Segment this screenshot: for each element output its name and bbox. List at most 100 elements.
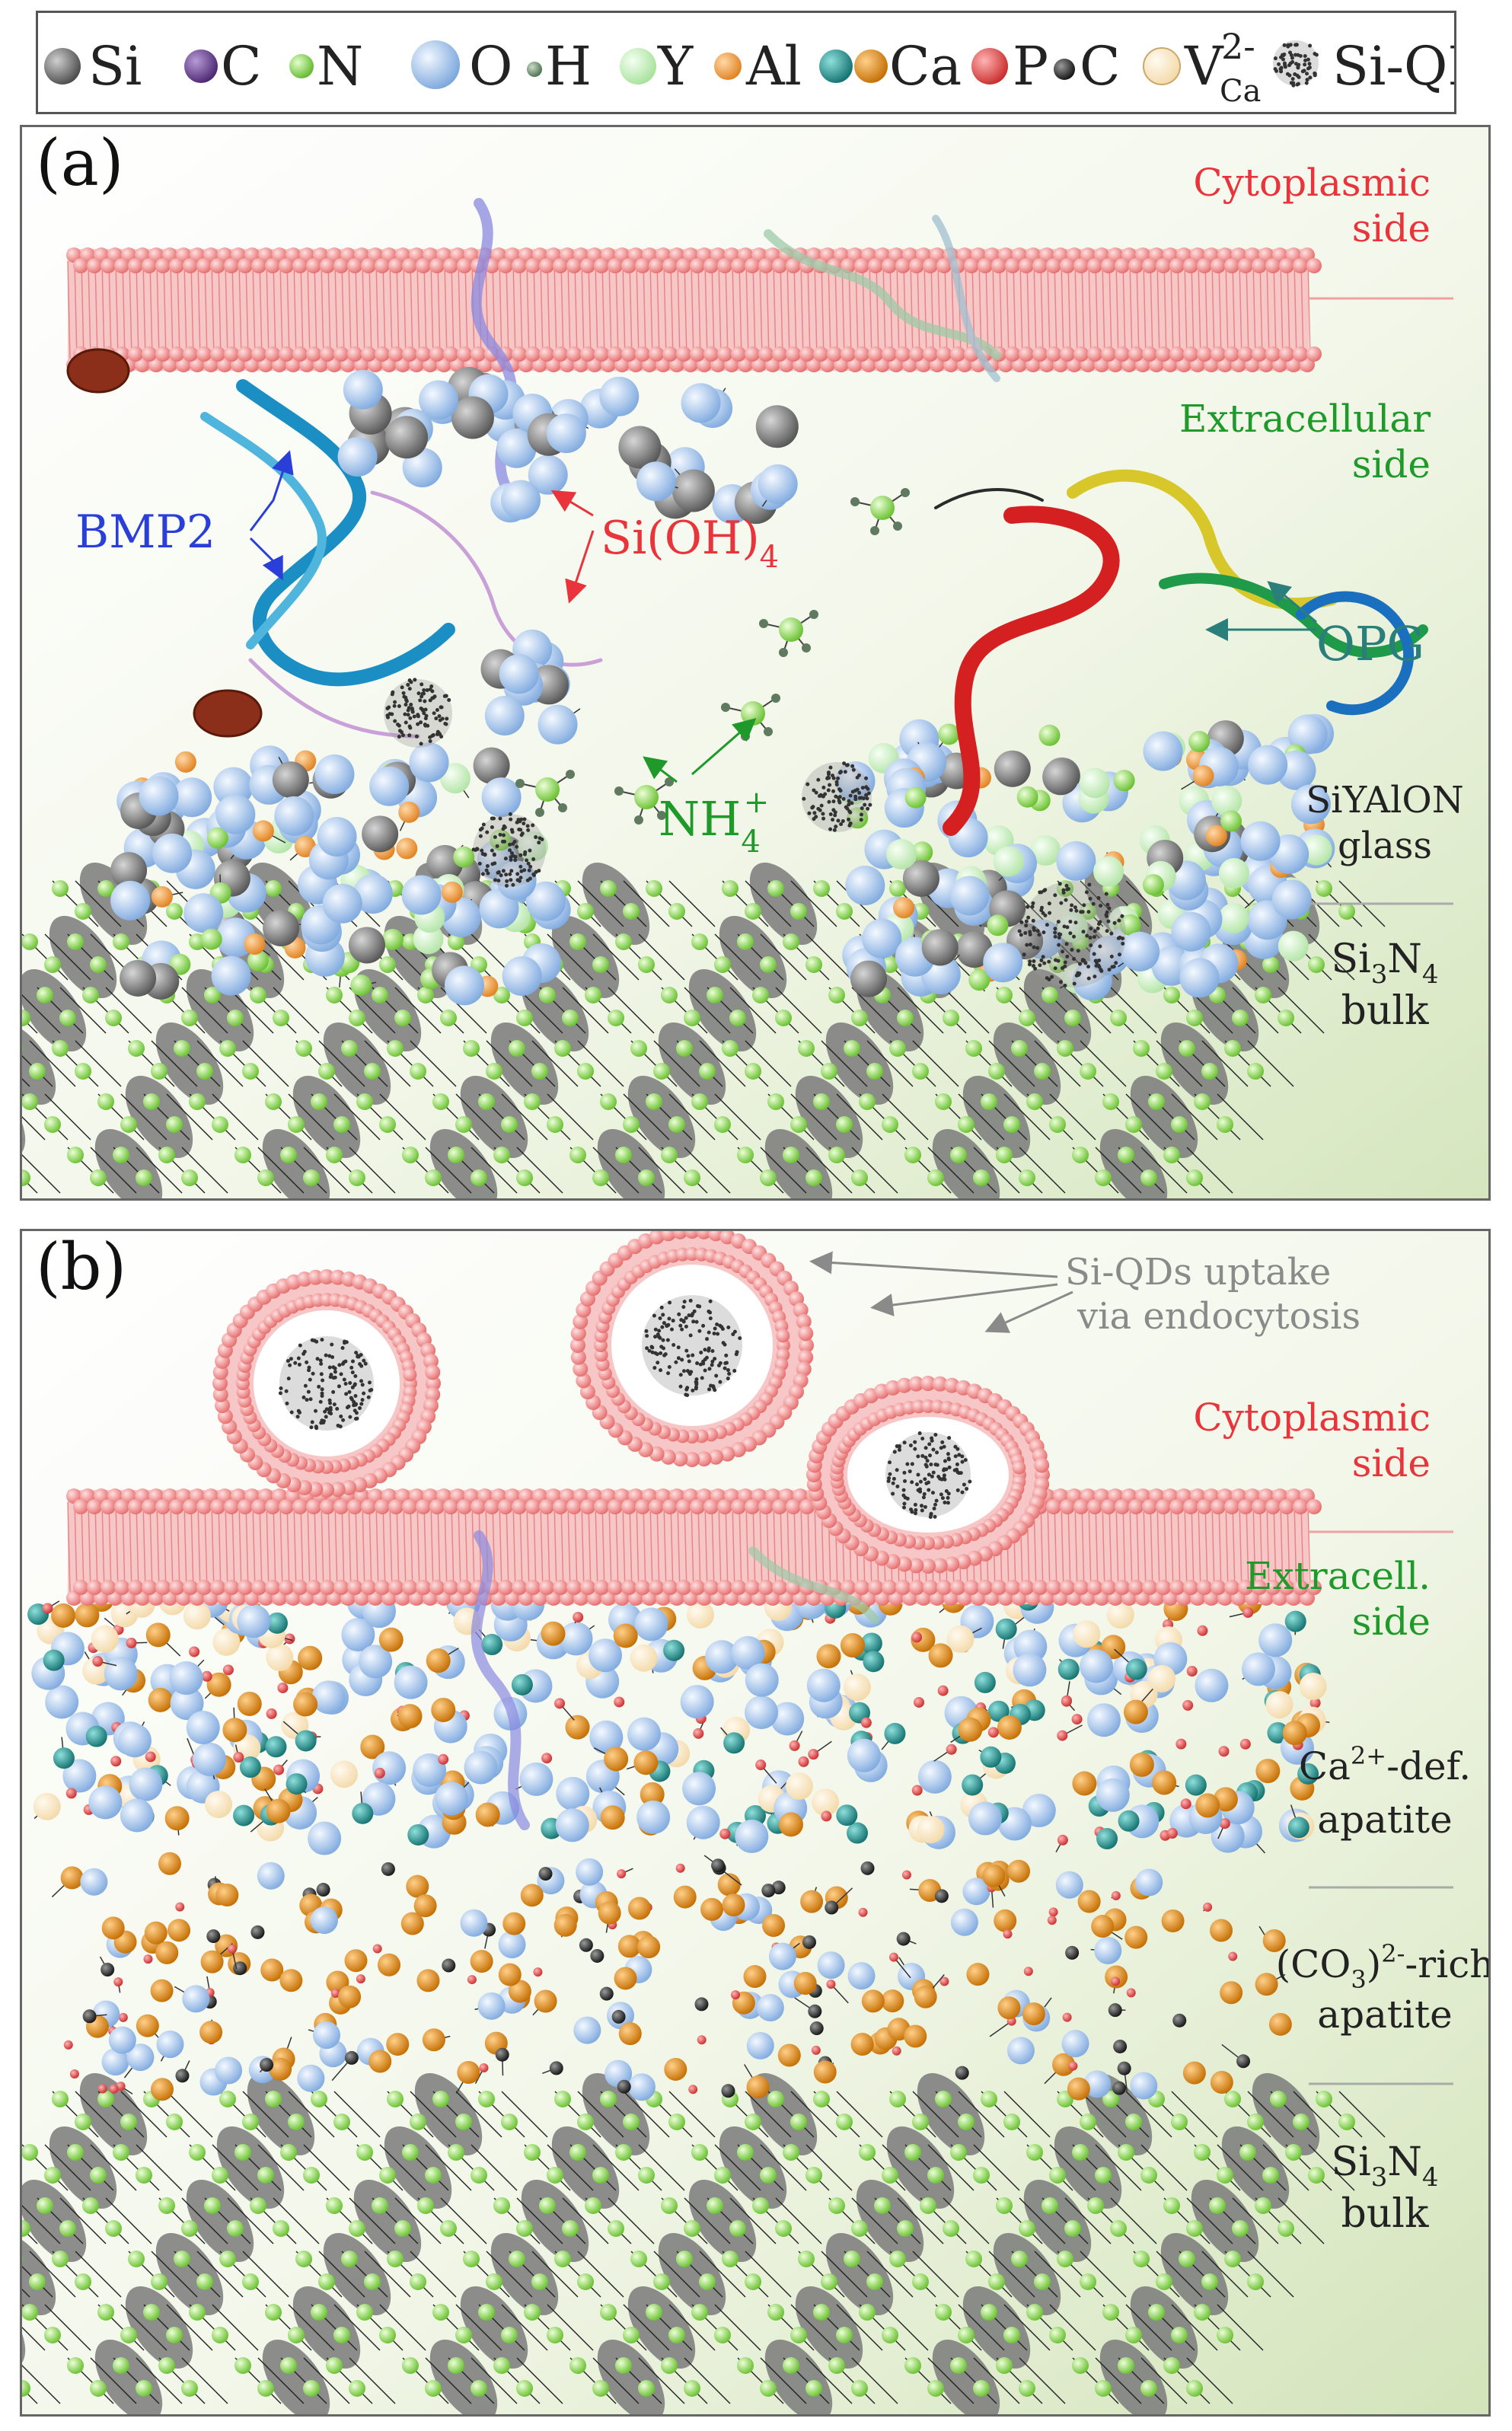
o-atom [528, 455, 568, 495]
si-qd-atom [1032, 945, 1036, 949]
lattice-bond [973, 1147, 1020, 1194]
si-column [1252, 2072, 1320, 2156]
n-atom [1011, 2251, 1028, 2267]
si-qd-atom [1041, 888, 1046, 893]
ca-atom [422, 2028, 445, 2052]
lattice-bond [455, 2091, 502, 2138]
lipid-tail [1177, 260, 1181, 359]
si-qd-atom [678, 1323, 683, 1328]
si-column [49, 915, 117, 999]
n-atom [646, 880, 662, 897]
si-qd-atom [285, 1401, 289, 1405]
n-atom [1262, 2167, 1279, 2184]
legend-label-n: N [317, 35, 363, 97]
lipid-head [87, 258, 102, 273]
si-qd-atom [848, 810, 853, 815]
si-qd-atom [534, 835, 538, 840]
n-atom [1278, 1010, 1294, 1026]
si-qd-atom [502, 825, 507, 830]
lattice-bond [836, 1093, 883, 1141]
lipid-tail [1129, 260, 1133, 359]
lattice-bond [212, 2144, 259, 2191]
lipid-head [662, 1499, 678, 1514]
si-qd-atom [1045, 923, 1049, 927]
n-atom [189, 2304, 206, 2321]
lattice-bond [547, 1093, 594, 1141]
n-atom [973, 2380, 990, 2397]
cell-membrane-bilayer-b [66, 1488, 1322, 1606]
o-atom [817, 1951, 845, 1980]
n-atom [805, 2380, 822, 2397]
ca-atom [700, 1897, 724, 1921]
n-atom [22, 933, 38, 950]
si-qd-atom [354, 1411, 359, 1415]
h-atom [779, 648, 788, 657]
lipid-head [128, 1499, 143, 1514]
si-qd-atom [833, 813, 837, 818]
lipid-tail [156, 260, 160, 359]
lattice-bond [1049, 2304, 1096, 2351]
ca-teal-atom [863, 1651, 885, 1673]
p-atom [1048, 1907, 1058, 1917]
n-atom [448, 1147, 464, 1163]
lipid-head [169, 1499, 184, 1514]
ca-atom [293, 1692, 318, 1717]
si-qd-atom [707, 1367, 712, 1371]
si-qd-atom [712, 1332, 716, 1336]
si-qd-atom [707, 1330, 711, 1335]
si-qd-atom [834, 780, 839, 784]
si-qd-atom [327, 1365, 332, 1370]
lipid-head [1115, 1499, 1130, 1514]
n-atom [668, 903, 685, 920]
vacancy [1299, 1672, 1327, 1700]
lipid-tail [266, 260, 270, 359]
si-qd-atom [1092, 935, 1096, 940]
lipid-head [580, 258, 595, 273]
c-atom [260, 2058, 274, 2072]
lipid-tail [218, 1501, 222, 1593]
si-qd-atom [478, 834, 483, 838]
ca-atom [1262, 1929, 1286, 1952]
si-column [917, 2072, 985, 2156]
lattice-bond [1217, 2144, 1264, 2191]
si-qd-atom [802, 796, 806, 801]
lattice-bond [1293, 2091, 1340, 2138]
o-atom [1271, 879, 1312, 920]
lattice-bond [684, 987, 731, 1034]
lipid-head [539, 1580, 554, 1595]
si-qd-atom [837, 799, 841, 803]
si-qd-atom [312, 1338, 317, 1343]
o-atom [525, 881, 566, 921]
n-atom [448, 2357, 464, 2374]
n-atom [22, 1169, 30, 1186]
lipid-tail [560, 1501, 564, 1593]
lipid-head [183, 1580, 198, 1595]
si-qd-atom [831, 818, 835, 822]
lipid-head [1073, 1580, 1089, 1595]
p-atom [63, 2040, 73, 2050]
p-atom [614, 1696, 625, 1708]
lipid-tail [553, 260, 557, 359]
lipid-tail [382, 1501, 386, 1593]
c-atom [611, 2009, 626, 2024]
lipid-tail [314, 1501, 317, 1593]
lipid-tail [999, 260, 1003, 359]
lipid-head [471, 1499, 486, 1514]
si-qd-atom [1121, 936, 1125, 941]
ca-teal-atom [43, 1649, 65, 1671]
lipid-tail [540, 260, 544, 359]
p-atom [554, 1698, 566, 1709]
lipid-head [1183, 1580, 1198, 1595]
si-qd-atom [401, 733, 406, 738]
si-qd-atom [1082, 903, 1086, 908]
p-atom [789, 1740, 800, 1751]
n-atom [1285, 2144, 1302, 2161]
n-atom [1057, 2251, 1073, 2267]
n-atom [394, 1010, 411, 1026]
n-atom [1308, 956, 1325, 973]
o-atom [1061, 2030, 1089, 2058]
n-atom [425, 1169, 442, 1186]
n-atom [82, 2197, 99, 2214]
si-qd-atom [1296, 53, 1300, 57]
p-atom [273, 1764, 285, 1775]
